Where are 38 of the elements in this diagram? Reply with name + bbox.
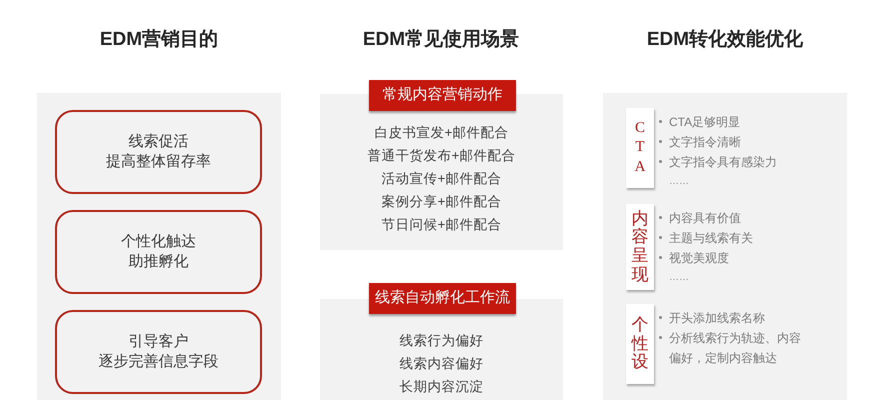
- section-header: 线索自动孵化工作流: [369, 283, 516, 314]
- scenario-item: 线索行为偏好: [400, 332, 484, 350]
- scenario-item: 长期内容沉淀: [400, 378, 484, 396]
- bullet-text: 文字指令清晰: [669, 134, 742, 151]
- tab-text: 内容呈现: [632, 210, 648, 284]
- bullet-text: 分析线索行为轨迹、内容偏好，定制内容触达: [669, 330, 802, 367]
- scenario-item: 线索内容偏好: [400, 355, 484, 373]
- goal-box: [55, 210, 262, 294]
- box-text: 线索促活: [128, 132, 188, 152]
- bullet-text: 文字指令具有感染力: [669, 154, 778, 171]
- side-tab: [626, 108, 654, 188]
- scenario-item: 白皮书宣发+邮件配合: [374, 124, 508, 142]
- ellipsis-text: ……: [669, 175, 689, 189]
- ellipsis-text: ……: [669, 271, 689, 285]
- box-text: 逐步完善信息字段: [98, 352, 218, 372]
- box-text: 引导客户: [128, 332, 188, 352]
- goal-box: [55, 110, 262, 194]
- box-text: 助推孵化: [128, 252, 188, 272]
- side-tab: [626, 304, 654, 384]
- bullet-text: 视觉美观度: [669, 250, 730, 267]
- column-heading: EDM转化效能优化: [646, 28, 804, 52]
- bullet-text: 内容具有价值: [669, 210, 742, 227]
- column-heading: EDM营销目的: [100, 28, 218, 52]
- tab-text: 个性设: [632, 316, 648, 372]
- scenario-item: 案例分享+邮件配合: [382, 193, 502, 211]
- box-text: 提高整体留存率: [106, 152, 211, 172]
- box-text: 个性化触达: [121, 232, 196, 252]
- scenario-item: 普通干货发布+邮件配合: [368, 147, 516, 165]
- column-heading: EDM常见使用场景: [362, 28, 520, 52]
- scenario-item: 节日问候+邮件配合: [382, 216, 502, 234]
- bullet-text: 主题与线索有关: [669, 230, 754, 247]
- scenario-item: 活动宣传+邮件配合: [382, 170, 502, 188]
- tab-text: CTA: [634, 118, 646, 177]
- side-tab: [626, 204, 654, 290]
- bullet-text: 开头添加线索名称: [669, 310, 766, 327]
- bullet-text: CTA足够明显: [669, 114, 742, 131]
- goal-box: [55, 310, 262, 394]
- section-header: 常规内容营销动作: [369, 80, 516, 111]
